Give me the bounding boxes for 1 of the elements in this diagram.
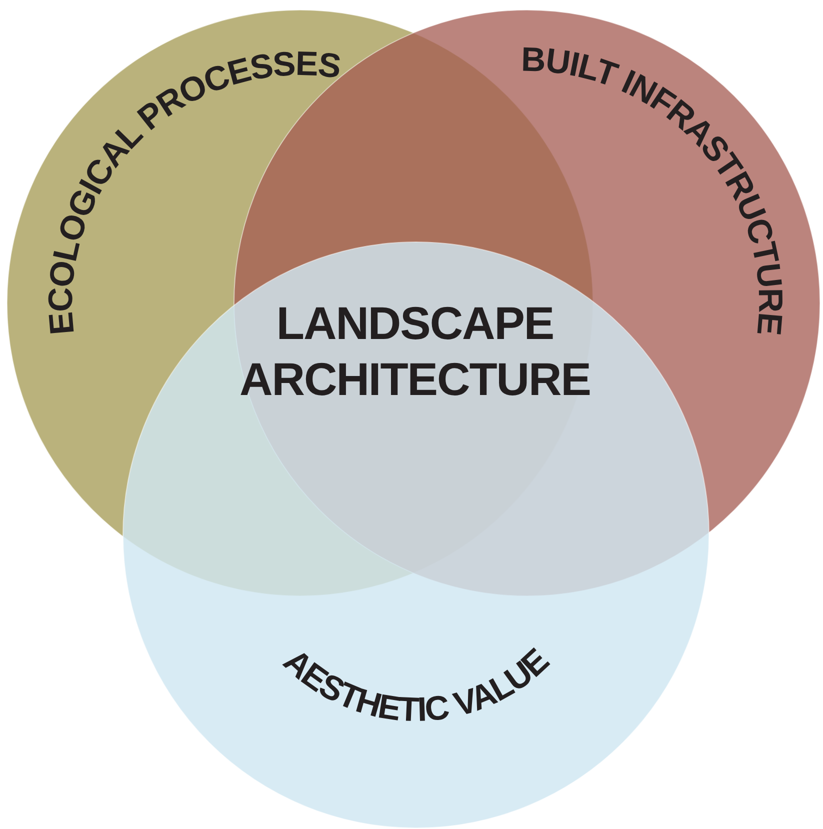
- center-title: LANDSCAPE ARCHITECTURE: [238, 296, 592, 407]
